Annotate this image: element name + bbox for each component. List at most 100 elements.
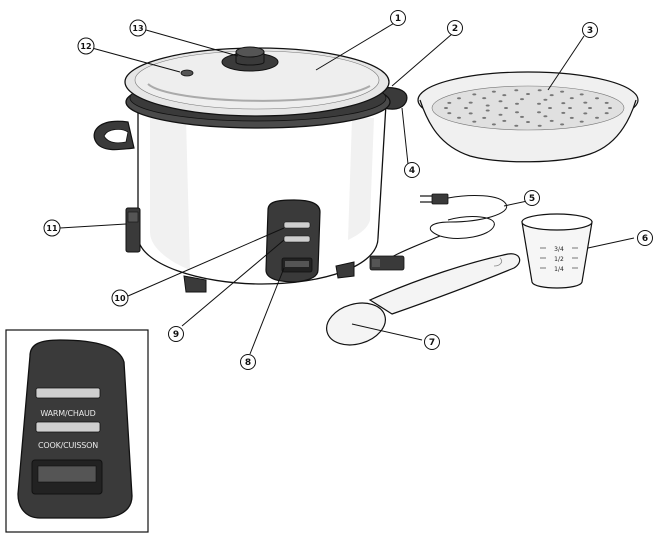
svg-text:6: 6 [642,234,648,244]
callout-13: 13 [129,19,147,37]
steamer-hole [491,90,496,93]
steamer-hole [569,97,574,100]
steamer-hole [515,111,519,114]
svg-text:1: 1 [395,14,401,24]
steamer-hole [579,93,584,96]
steamer-hole [560,123,565,126]
steamer-hole [561,111,566,114]
steamer-hole [485,104,490,107]
control-panel-inset: WARM/CHAUD COOK/CUISSON [5,329,149,533]
steamer-hole [583,101,588,104]
callout-4: 4 [404,162,420,178]
foot-right [335,261,355,279]
steamer-hole [548,107,552,109]
plug-head [431,193,449,205]
steamer-hole [485,109,490,112]
steamer-hole [472,120,477,123]
steamer-hole [537,102,541,105]
steamer-hole [561,102,566,105]
steamer-hole [526,93,530,95]
steamer-hole [579,120,584,123]
steamer-hole [560,90,565,93]
steamer-hole [608,107,612,109]
rice-cooker [93,46,408,293]
measuring-cup: 3/4 1/2 1/4 [521,213,593,289]
steamer-hole [588,107,592,109]
cooker-body [137,103,387,285]
steamer-hole [549,94,554,97]
callout-12: 12 [77,37,95,55]
steamer-hole [526,121,530,123]
steamer-hole [595,116,599,119]
steamer-hole [447,101,452,104]
steamer-hole [482,116,487,119]
steamer-hole [502,119,507,122]
warm-light-small [283,221,311,229]
svg-text:7: 7 [429,338,435,348]
steamer-hole [537,89,542,92]
steamer-hole [498,100,503,103]
steamer-hole [468,112,473,115]
steamer-hole [515,102,519,105]
steam-vent [180,69,194,77]
steamer-hole [482,97,487,100]
callout-5: 5 [524,190,540,206]
callout-6: 6 [637,230,653,246]
power-cord [369,193,508,271]
steamer-hole [543,115,548,118]
steamer-hole [568,107,572,109]
svg-text:9: 9 [173,330,179,340]
callouts: 1 2 3 4 5 6 7 8 [43,10,653,370]
callout-1: 1 [390,10,406,26]
callout-7: 7 [424,334,440,350]
callout-11: 11 [43,219,61,237]
steamer-hole [502,94,507,97]
steamer-hole [468,101,473,104]
steamer-hole [491,123,496,126]
cup-mark-1-4: 1/4 [554,266,564,273]
lid-knob [235,46,265,58]
cook-light-small [283,235,311,243]
steamer-hole [444,107,448,109]
steamer-hole [514,89,519,92]
cup-mark-1-2: 1/2 [554,256,564,263]
steamer-hole [583,112,588,115]
callout-10: 10 [111,289,129,307]
svg-text:4: 4 [409,166,415,176]
rice-spoon [326,253,521,346]
steamer-hole [457,116,461,119]
steamer-hole [604,112,609,115]
callout-9: 9 [168,326,184,342]
steamer-basket [417,71,639,163]
svg-text:2: 2 [452,24,458,34]
steamer-hole [464,107,468,109]
steamer-hole [543,98,548,101]
cook-indicator-light [35,421,101,433]
warm-label: WARM/CHAUD [40,409,95,418]
steamer-hole [504,107,508,109]
handle-grip-hole [103,128,129,144]
steamer-hole [457,97,461,100]
steamer-hole [569,116,574,119]
warm-indicator-light [35,387,101,399]
steamer-hole [537,124,542,127]
steamer-hole [472,93,477,96]
steamer-hole [595,97,599,100]
steamer-hole [520,98,524,101]
cook-label: COOK/CUISSON [38,441,98,450]
steamer-hole [549,119,554,122]
steamer-hole [498,113,503,116]
svg-text:12: 12 [80,42,91,51]
svg-text:11: 11 [46,224,58,233]
steamer-hole [520,115,524,118]
svg-text:3: 3 [587,26,593,36]
foot-left [183,275,207,293]
steamer-hole [447,112,452,115]
svg-text:13: 13 [132,24,143,33]
steamer-hole [537,111,541,114]
steamer-hole [514,124,519,127]
callout-8: 8 [240,354,256,370]
steamer-hole [604,101,609,104]
svg-text:8: 8 [245,358,251,368]
